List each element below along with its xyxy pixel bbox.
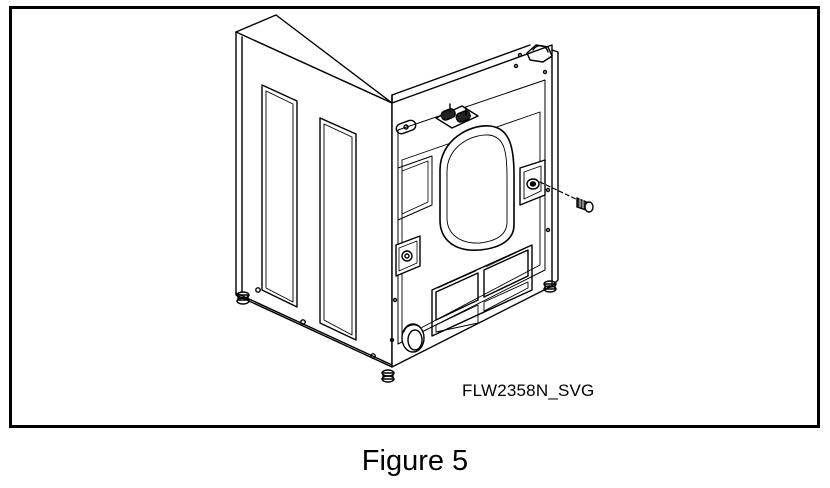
drain-pump-cover [401,323,425,353]
left-lower-fitting [395,235,421,277]
figure-caption: Figure 5 [361,445,469,477]
left-recess-panel [397,155,433,221]
shipping-bolt [576,197,594,213]
top-edge [235,14,531,104]
drawing-code-label: FLW2358N_SVG [462,381,595,400]
lower-vent-grille [431,244,533,337]
oval-access-cover [439,125,515,251]
shipping-bolt-bracket [519,159,579,206]
left-side-panel [235,31,393,368]
feet [381,280,557,383]
water-inlet-valves [435,103,479,129]
